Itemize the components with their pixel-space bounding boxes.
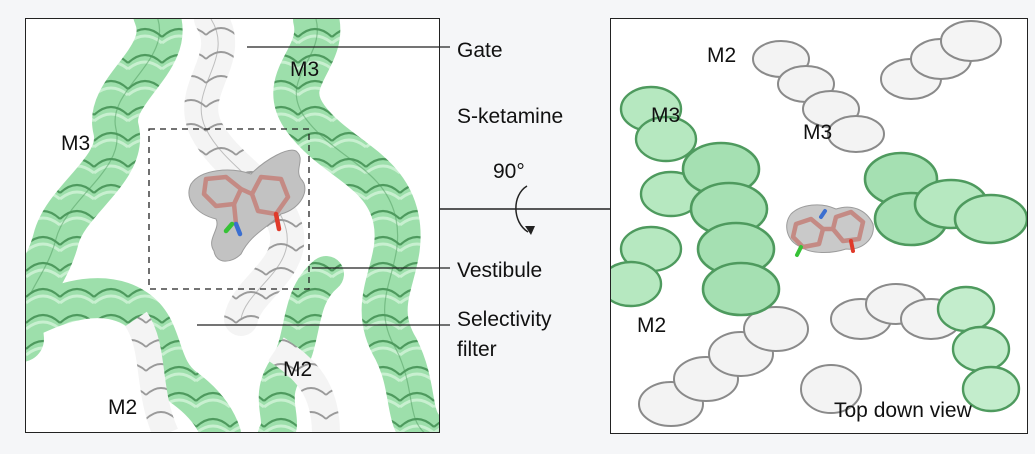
white-helix-top	[752, 40, 885, 153]
label-right-m3-left: M3	[651, 104, 681, 127]
zoom-box	[148, 128, 310, 290]
label-m2-bottom-right: M2	[283, 358, 313, 381]
side-view-panel: M3 M3 M2 M2	[25, 18, 440, 433]
s-ketamine-ligand-top	[790, 209, 866, 250]
rotation-arrow-icon	[515, 185, 535, 235]
label-m3-left: M3	[61, 132, 91, 155]
white-helix-bottom-right	[800, 283, 962, 414]
label-right-m2-bottom: M2	[637, 314, 667, 337]
label-right-m2-top: M2	[707, 44, 737, 67]
label-rotation: 90°	[493, 160, 525, 183]
label-right-m3-center: M3	[803, 121, 833, 144]
white-helix-upper-right	[880, 20, 1002, 100]
label-s-ketamine: S-ketamine	[457, 105, 564, 128]
label-gate: Gate	[457, 39, 503, 62]
green-helix-lower-right	[936, 285, 1021, 413]
top-down-structure	[611, 20, 1027, 427]
label-m3-top: M3	[290, 58, 320, 81]
green-helix-right	[863, 151, 1027, 247]
side-view-structure	[26, 19, 439, 432]
label-m2-bottom-left: M2	[108, 396, 138, 419]
white-helix-bottom	[638, 306, 809, 427]
top-down-panel: M2 M3 M3 M2 Top down view	[610, 18, 1028, 434]
label-selectivity: Selectivity	[457, 308, 552, 331]
gray-helix-m2-right	[268, 337, 340, 432]
label-filter: filter	[457, 338, 497, 361]
caption-top-down-view: Top down view	[834, 399, 972, 422]
green-helix-left	[611, 85, 703, 308]
green-helix-m3-center-left	[681, 141, 781, 317]
gray-helix-m2-left	[124, 311, 179, 432]
label-vestibule: Vestibule	[457, 259, 543, 282]
